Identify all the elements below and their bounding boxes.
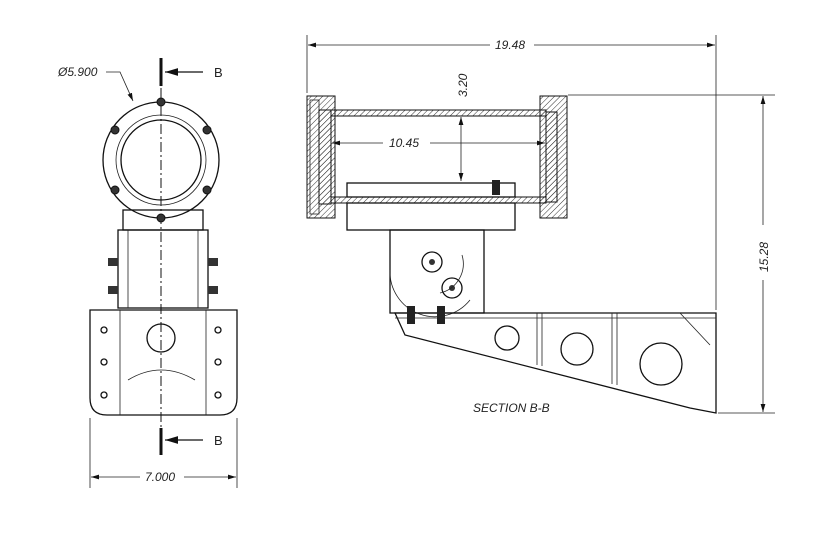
overall-height-dimension: 15.28 (757, 242, 771, 272)
diameter-dimension: Ø5.900 (57, 65, 98, 79)
inner-length-dimension: 10.45 (389, 136, 419, 150)
mounting-plate (89, 309, 238, 416)
camera-tray (346, 182, 516, 198)
window (120, 119, 202, 201)
bracket-hole (494, 325, 520, 351)
window-glass (318, 109, 332, 205)
wall-bracket (393, 312, 717, 414)
housing-tube-top (330, 109, 547, 117)
width-dimension: 7.000 (145, 470, 175, 484)
bracket-hole (560, 332, 594, 366)
section-title: SECTION B-B (473, 401, 550, 415)
section-view: 19.48 3.20 10.45 (306, 35, 775, 415)
section-label-bottom: B (214, 433, 223, 448)
flange-bolts (110, 97, 212, 223)
front-view: B B Ø5.900 7.000 (57, 58, 238, 488)
inner-height-dimension: 3.20 (456, 73, 470, 97)
bracket-hole (639, 342, 683, 386)
overall-length-dimension: 19.48 (495, 38, 525, 52)
section-label-top: B (214, 65, 223, 80)
rear-cover (545, 111, 558, 203)
housing-tube-bottom (330, 196, 547, 204)
pan-tilt-bracket (117, 229, 209, 309)
